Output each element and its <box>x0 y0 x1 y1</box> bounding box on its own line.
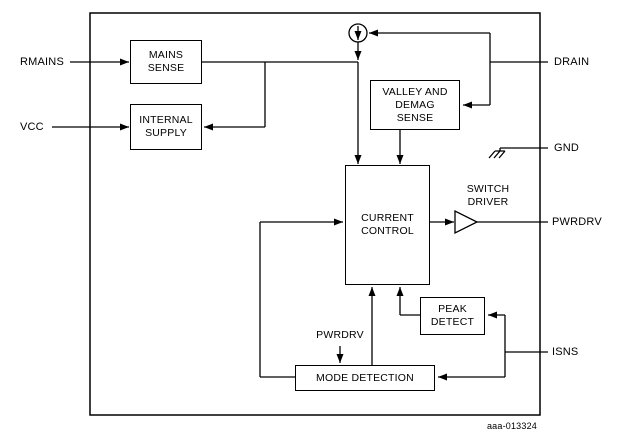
figure-reference: aaa-013324 <box>486 421 537 431</box>
pin-label-isns: ISNS <box>552 346 579 358</box>
block-label: CONTROL <box>361 225 414 237</box>
pin-label-gnd: GND <box>554 142 580 154</box>
block-label: SUPPLY <box>145 127 187 139</box>
driver-buffer-icon <box>454 209 479 235</box>
block-label: VALLEY AND <box>382 85 448 98</box>
pin-label-vcc: VCC <box>20 121 44 133</box>
block-label: INTERNAL <box>139 114 193 126</box>
block-label: SENSE <box>147 62 185 74</box>
block-mode-detection: MODE DETECTION <box>295 365 435 391</box>
block-peak-detect: PEAK DETECT <box>420 297 485 335</box>
pin-label-pwrdrv: PWRDRV <box>552 216 602 228</box>
block-label: DEMAG <box>395 98 435 111</box>
block-label: PEAK <box>438 303 467 315</box>
switch-driver-label: SWITCH DRIVER <box>456 183 520 209</box>
block-label: DETECT <box>430 316 475 328</box>
pin-label-rmains: RMAINS <box>20 56 64 68</box>
block-label: CURRENT <box>361 212 414 224</box>
pwrdrv-feedback-label: PWRDRV <box>316 329 364 341</box>
block-current-control: CURRENT CONTROL <box>345 165 430 285</box>
ground-icon <box>488 148 506 159</box>
block-internal-supply: INTERNAL SUPPLY <box>130 104 202 150</box>
block-label: SWITCH <box>466 183 510 195</box>
ic-boundary <box>89 12 541 416</box>
block-label: MODE DETECTION <box>316 371 414 384</box>
block-mains-sense: MAINS SENSE <box>130 40 202 84</box>
block-valley-demag-sense: VALLEY AND DEMAG SENSE <box>370 80 460 130</box>
block-label: SENSE <box>396 111 434 124</box>
block-label: DRIVER <box>467 196 509 208</box>
block-label: MAINS <box>148 49 184 61</box>
pin-label-drain: DRAIN <box>554 56 590 68</box>
